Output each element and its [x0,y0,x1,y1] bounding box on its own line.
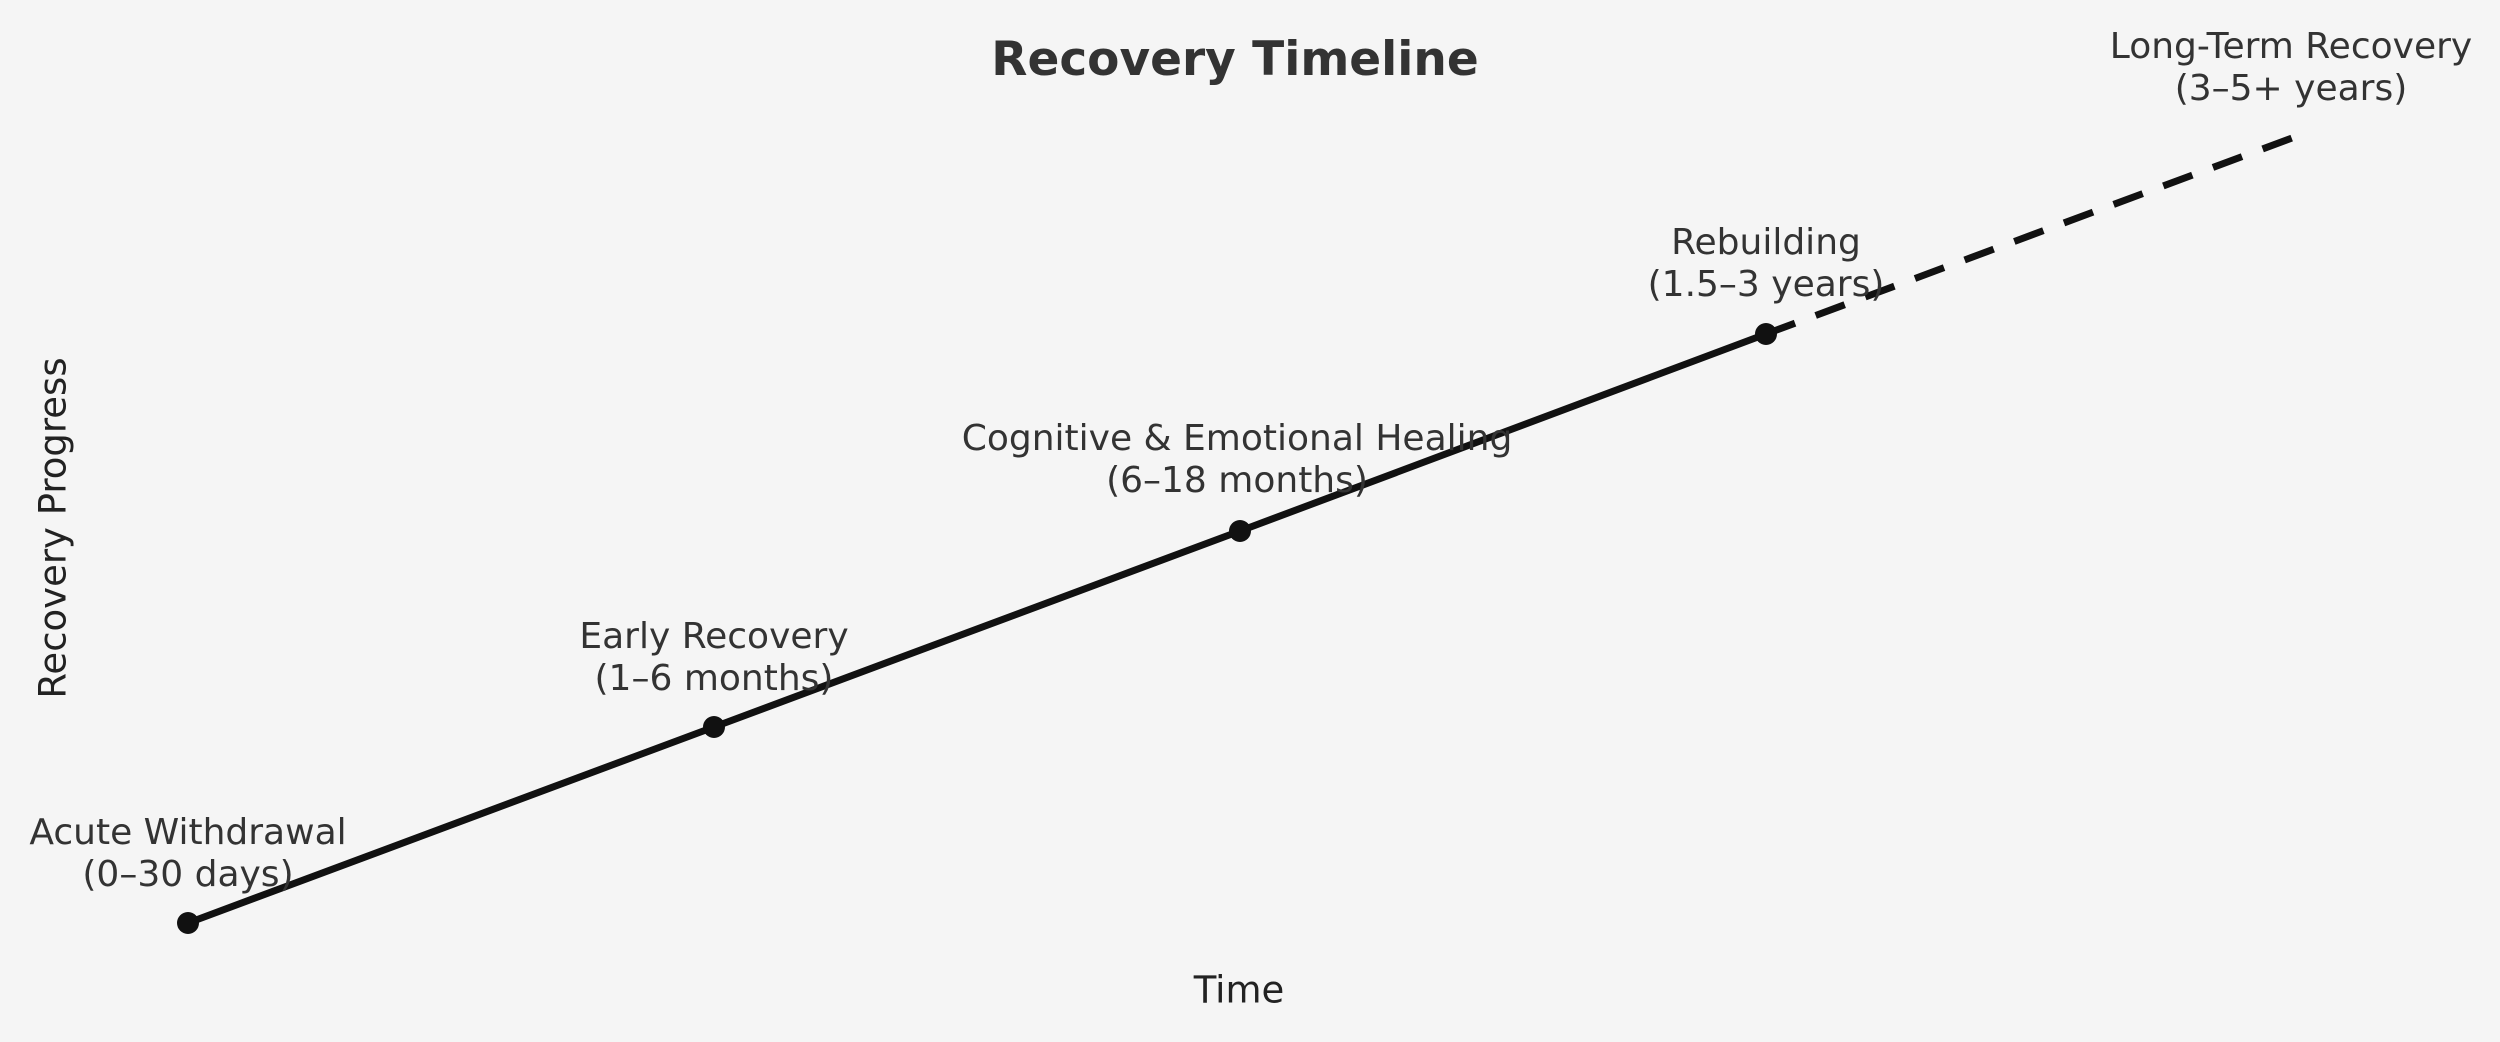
milestone-range: (3–5+ years) [2174,68,2408,109]
chart-title: Recovery Timeline [991,32,1479,87]
milestone-label-acute-withdrawal: Acute Withdrawal (0–30 days) [29,812,346,896]
y-axis-label: Recovery Progress [31,357,75,699]
milestone-label-cognitive-emotional-healing: Cognitive & Emotional Healing (6–18 mont… [962,418,1513,502]
x-axis-label: Time [1193,968,1285,1012]
milestone-name: Rebuilding [1671,222,1861,263]
dashed-projection-line [1764,134,2294,338]
milestone-marker-rebuilding [1755,323,1777,345]
solid-progress-line [184,330,1770,927]
milestone-range: (1.5–3 years) [1647,264,1885,305]
milestone-label-rebuilding: Rebuilding (1.5–3 years) [1648,222,1885,306]
milestone-marker-acute-withdrawal [177,912,199,934]
milestone-label-long-term-recovery: Long-Term Recovery (3–5+ years) [2110,26,2472,110]
milestone-name: Acute Withdrawal [29,812,347,853]
milestone-marker-early-recovery [703,716,725,738]
milestone-range: (0–30 days) [82,854,294,895]
milestone-name: Cognitive & Emotional Healing [961,418,1513,459]
milestone-range: (6–18 months) [1106,460,1368,501]
milestone-name: Long-Term Recovery [2109,26,2473,67]
milestone-label-early-recovery: Early Recovery (1–6 months) [579,616,848,700]
milestone-range: (1–6 months) [594,658,834,699]
milestone-name: Early Recovery [579,616,849,657]
milestone-marker-cognitive-emotional-healing [1229,520,1251,542]
